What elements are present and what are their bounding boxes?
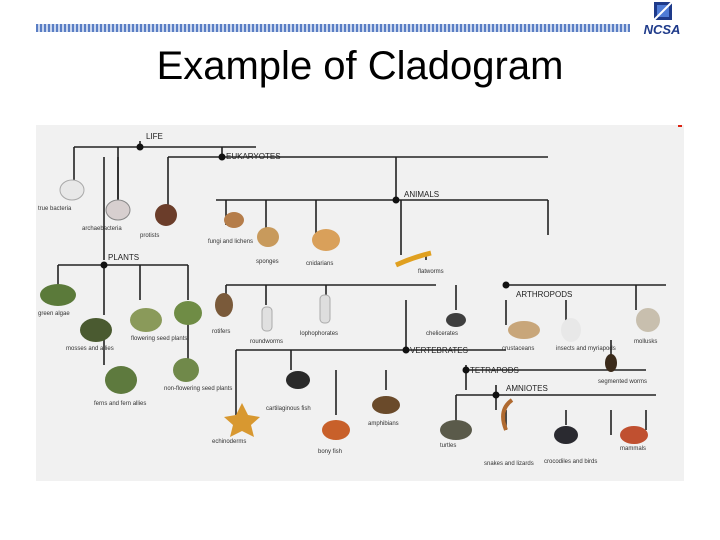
clade-label-arthropods: ARTHROPODS <box>516 290 572 299</box>
clade-label-animals: ANIMALS <box>404 190 439 199</box>
logo-mark <box>653 1 673 21</box>
taxon-label: flatworms <box>418 269 444 275</box>
taxon-label: mollusks <box>634 339 657 345</box>
taxon-label: echinoderms <box>212 439 246 445</box>
page-title: Example of Cladogram <box>156 44 564 88</box>
clade-label-eukaryotes: EUKARYOTES <box>226 152 281 161</box>
taxon-label: chelicerates <box>426 331 458 337</box>
taxon-label: mosses and allies <box>66 346 114 352</box>
taxon-label: crustaceans <box>502 346 534 352</box>
header-stripe <box>36 24 630 32</box>
clade-label-tetrapods: TETRAPODS <box>470 366 519 375</box>
taxon-label: fungi and lichens <box>208 239 253 245</box>
taxon-label: true bacteria <box>38 206 72 212</box>
taxon-label: non-flowering seed plants <box>164 386 232 392</box>
clade-label-vertebrates: VERTEBRATES <box>410 346 468 355</box>
taxon-label: lophophorates <box>300 331 338 337</box>
clade-label-plants: PLANTS <box>108 253 139 262</box>
taxon-label: segmented worms <box>598 379 647 385</box>
taxon-label: archaebacteria <box>82 226 122 232</box>
cladogram-nodes <box>100 143 510 399</box>
taxon-label: roundworms <box>250 339 283 345</box>
red-mark <box>678 125 682 127</box>
taxon-label: green algae <box>38 311 70 317</box>
taxon-label: insects and myriapods <box>556 346 616 352</box>
taxon-label: turtles <box>440 443 456 449</box>
cladogram-svg: LIFE EUKARYOTES ANIMALS PLANTS ARTHROPOD… <box>38 132 666 467</box>
cladogram-branches <box>57 141 666 435</box>
clade-label-amniotes: AMNIOTES <box>506 384 548 393</box>
ncsa-logo: NCSA <box>632 0 692 40</box>
taxon-label: protists <box>140 233 159 239</box>
cladogram-diagram: LIFE EUKARYOTES ANIMALS PLANTS ARTHROPOD… <box>36 125 684 481</box>
taxon-label: ferns and fern allies <box>94 401 146 407</box>
taxon-label: flowering seed plants <box>131 336 187 342</box>
taxon-label: cartilaginous fish <box>266 406 311 412</box>
taxon-label: rotifers <box>212 329 230 335</box>
taxon-label: cnidarians <box>306 261 333 267</box>
clade-label-life: LIFE <box>146 132 163 141</box>
taxon-label: crocodiles and birds <box>544 459 597 465</box>
organism-images <box>40 179 660 444</box>
taxon-label: bony fish <box>318 449 342 455</box>
taxon-label: snakes and lizards <box>484 461 534 467</box>
taxon-label: sponges <box>256 259 279 265</box>
logo-text: NCSA <box>644 22 681 37</box>
taxon-label: mammals <box>620 446 646 452</box>
taxon-label: amphibians <box>368 421 399 427</box>
